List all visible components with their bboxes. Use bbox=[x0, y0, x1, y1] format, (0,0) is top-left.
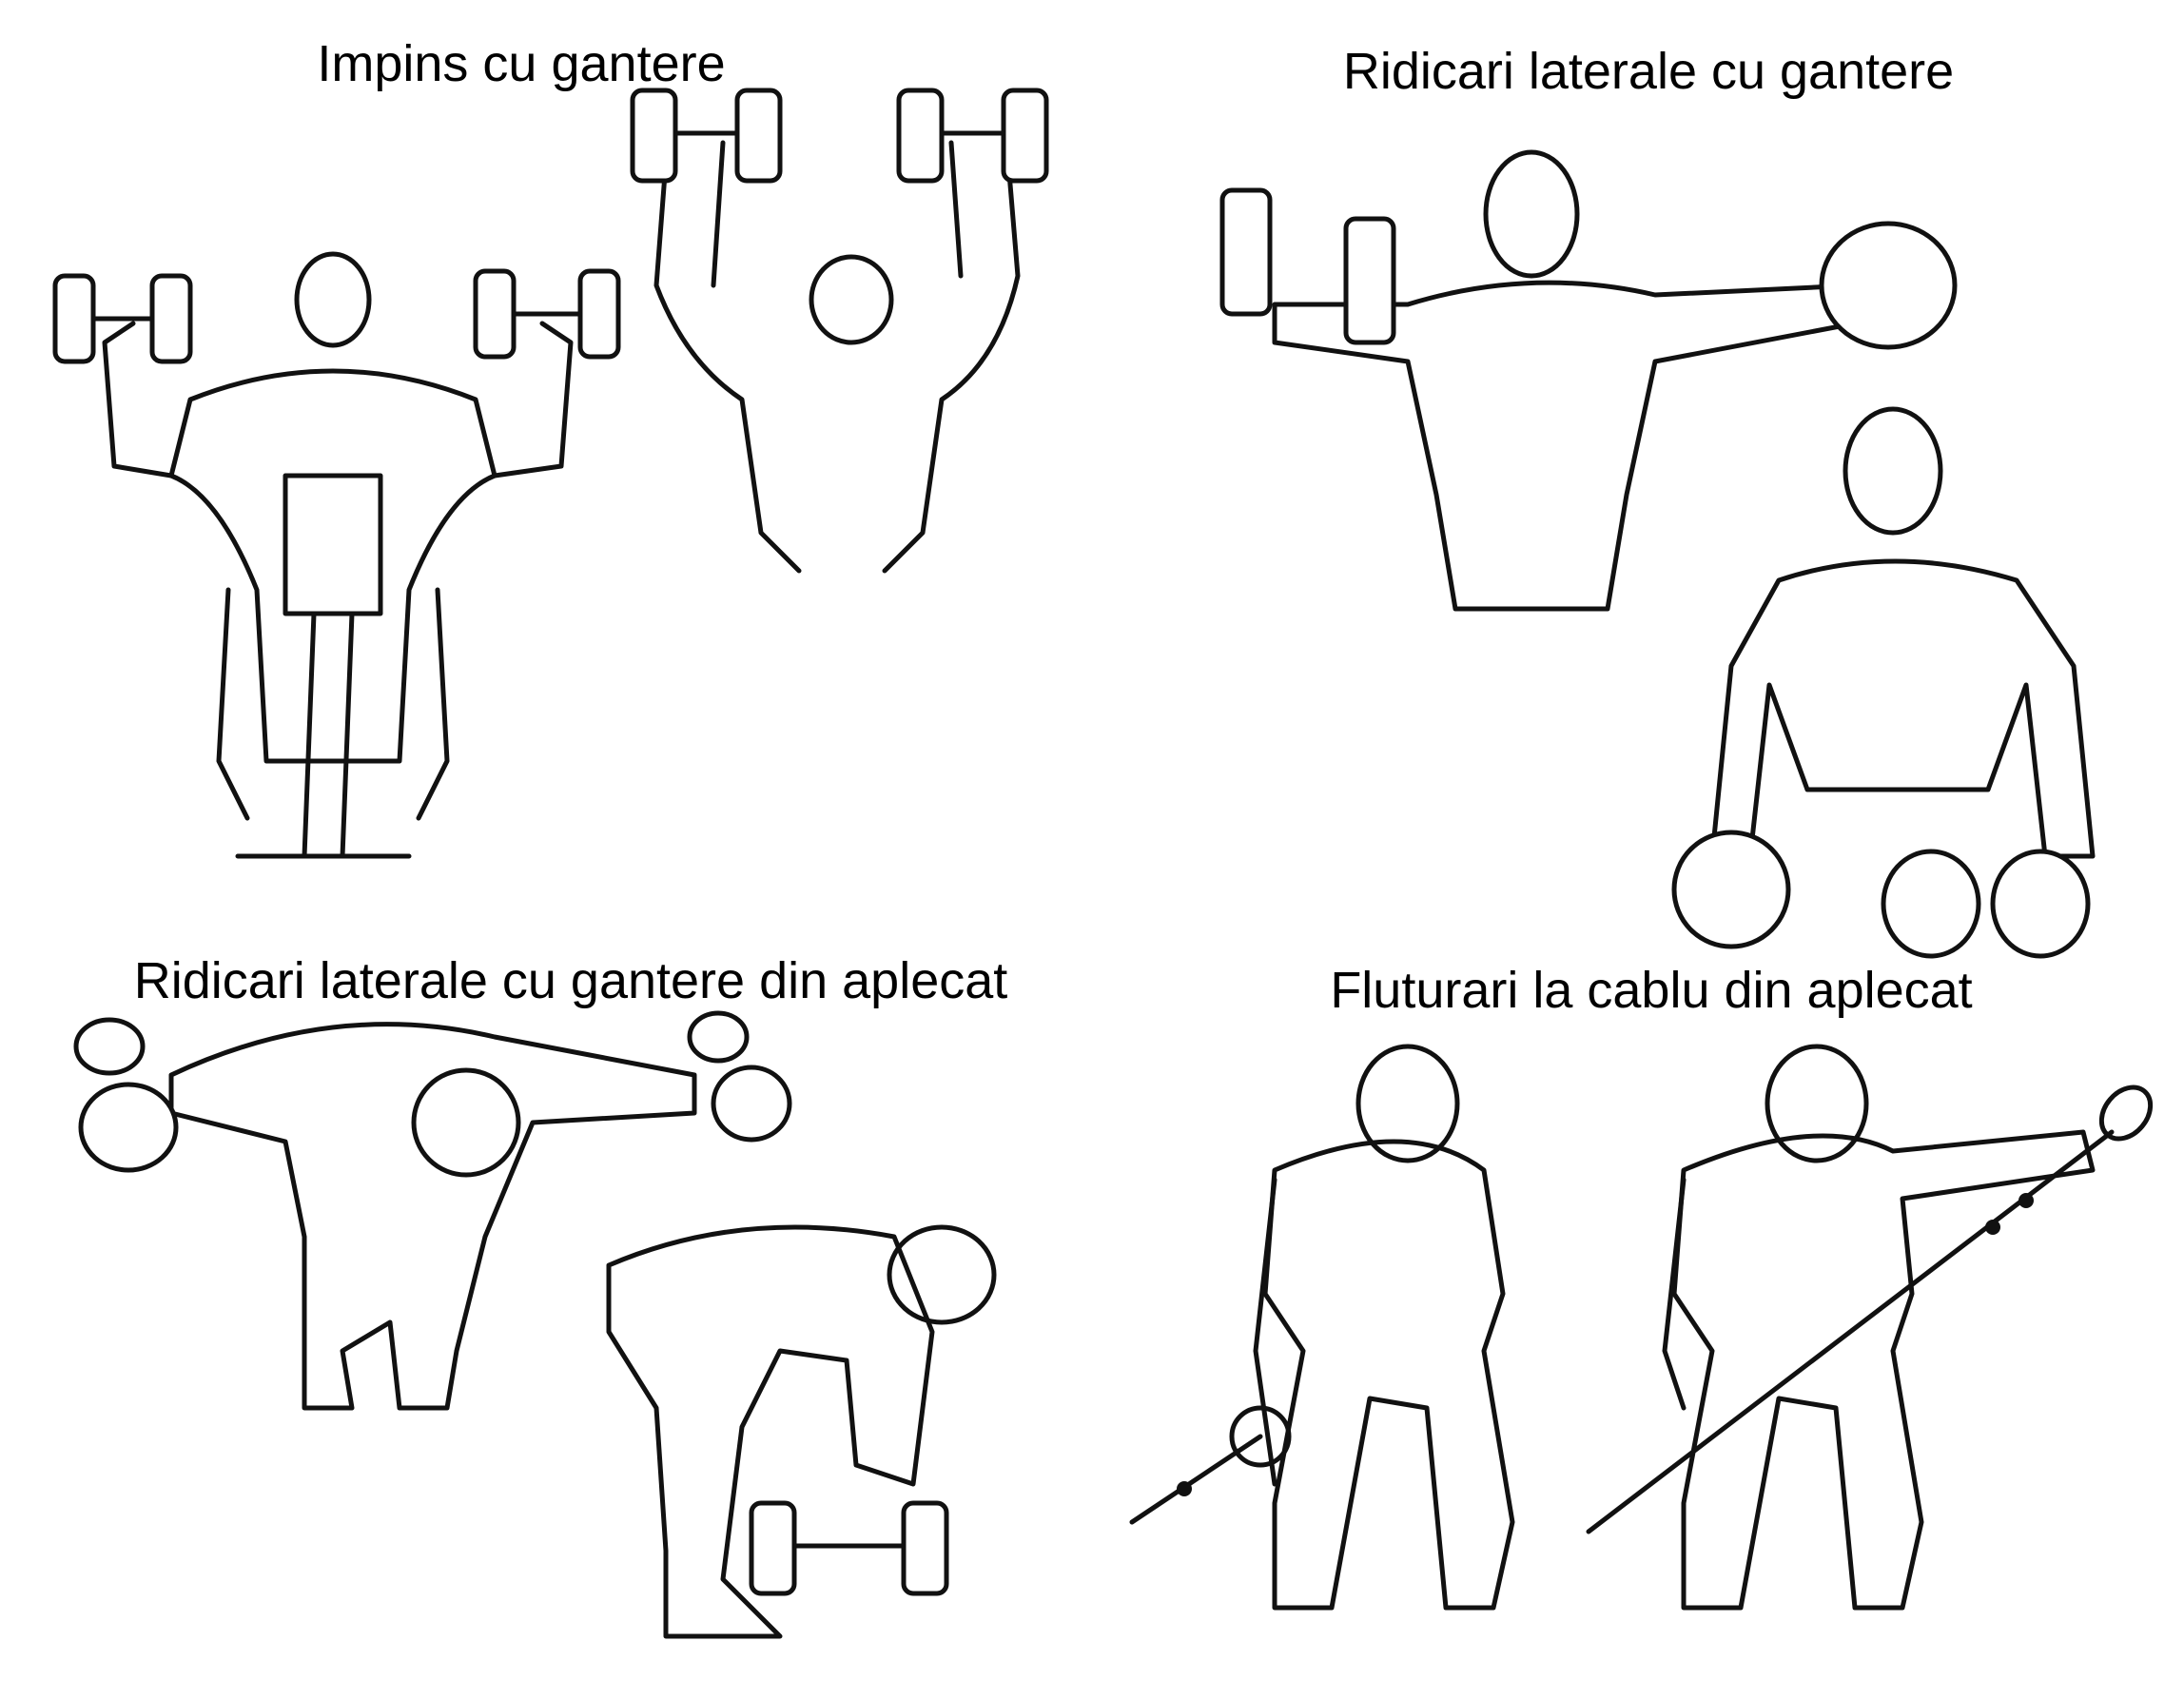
lateral-raise-down-illustration bbox=[1671, 406, 2096, 959]
cable-fly-start-illustration bbox=[1129, 1044, 1515, 1611]
cable-stopper bbox=[2018, 1193, 2034, 1208]
title-lateral-raises: Ridicari laterale cu gantere bbox=[1342, 43, 1955, 100]
cable-stopper bbox=[1177, 1481, 1192, 1496]
seated-press-illustration bbox=[52, 251, 621, 859]
title-dumbbell-press: Impins cu gantere bbox=[317, 35, 726, 92]
title-bent-over-cable-flyes: Fluturari la cablu din aplecat bbox=[1330, 962, 1973, 1019]
bent-over-raise-front-illustration bbox=[73, 1010, 792, 1411]
cable-stopper bbox=[1985, 1220, 2000, 1235]
cable-fly-end-illustration bbox=[1586, 1044, 2154, 1611]
bent-over-raise-side-illustration bbox=[606, 1224, 997, 1639]
overhead-press-illustration bbox=[630, 88, 1049, 574]
lateral-raise-front-illustration bbox=[1219, 149, 1958, 612]
title-bent-over-lateral-raises: Ridicari laterale cu gantere din aplecat bbox=[133, 952, 1008, 1009]
